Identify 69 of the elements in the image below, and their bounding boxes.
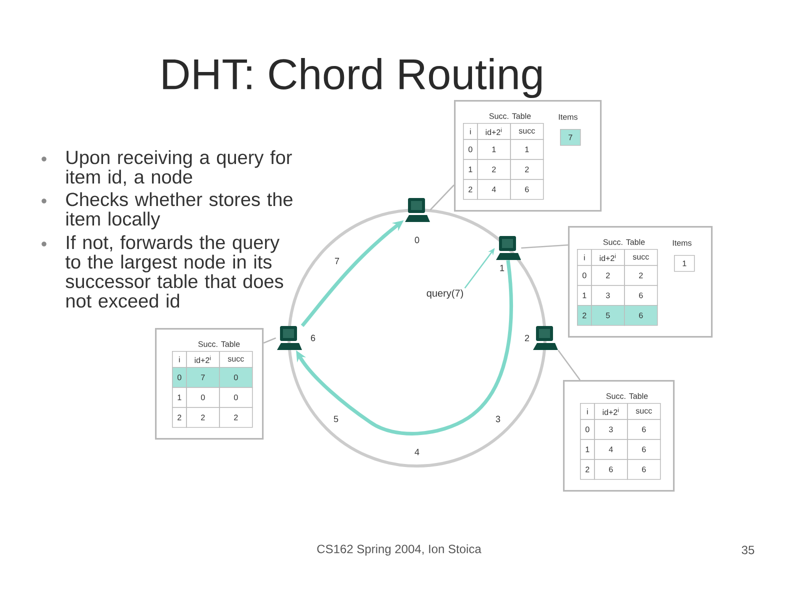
- table-cell: 2: [172, 407, 187, 428]
- table-cell: 1: [463, 159, 478, 180]
- table-cell: 2: [477, 159, 511, 180]
- leader-line: [263, 337, 276, 344]
- node-id-label: 6: [310, 334, 316, 342]
- table-cell: 2: [186, 407, 220, 428]
- bullet-text: If not, forwards the query to the largest node in its successor table that does not exceed id: [65, 235, 284, 308]
- table-cell: 2: [219, 407, 253, 428]
- table-cell: 7: [560, 129, 581, 146]
- table-header-cell: id+2$^{i}$: [594, 403, 628, 420]
- table-title: Succ. Table: [603, 239, 645, 245]
- table-cell: 4: [477, 179, 511, 200]
- table-header-cell: i: [172, 351, 187, 368]
- table-cell: 1: [477, 139, 511, 160]
- table-cell: 1: [580, 439, 595, 460]
- leader-line: [558, 350, 581, 380]
- ring-label: 5: [334, 416, 338, 422]
- table-header-cell: id+2$^{i}$: [591, 249, 625, 266]
- table-header-cell: succ: [627, 403, 661, 420]
- table-cell: 2: [591, 265, 625, 286]
- leader-line: [521, 244, 568, 249]
- table-header-cell: i: [463, 123, 478, 140]
- items-heading: Items: [558, 114, 578, 120]
- table-header-cell: i: [580, 403, 595, 420]
- table-cell: 1: [577, 285, 592, 306]
- slide-title: DHT: Chord Routing: [163, 58, 542, 98]
- page-number: 35: [742, 546, 754, 554]
- table-cell: 2: [510, 159, 544, 180]
- node-id-label: 0: [414, 236, 420, 244]
- table-header-cell: i: [577, 249, 592, 266]
- table-cell: 0: [577, 265, 592, 286]
- ring-label: 4: [414, 448, 420, 456]
- table-title: Succ. Table: [489, 113, 531, 119]
- query-label: query(7): [426, 289, 463, 299]
- table-header-cell: succ: [624, 249, 658, 266]
- table-cell: 6: [624, 305, 658, 326]
- table-cell: 0: [219, 367, 253, 388]
- table-cell: 2: [577, 305, 592, 326]
- table-cell: 2: [624, 265, 658, 286]
- ring-label: 3: [496, 416, 500, 422]
- table-cell: 1: [510, 139, 544, 160]
- table-cell: 4: [594, 439, 628, 460]
- table-cell: 6: [627, 439, 661, 460]
- table-header-cell: id+2$^{i}$: [477, 123, 511, 140]
- footer-text: CS162 Spring 2004, Ion Stoica: [317, 544, 482, 556]
- node-id-label: 1: [500, 264, 504, 272]
- table-cell: 6: [627, 459, 661, 480]
- table-cell: 3: [594, 419, 628, 440]
- arrow: [296, 260, 513, 436]
- bullet-text: Checks whether stores the item locally: [66, 192, 292, 230]
- table-cell: 6: [510, 179, 544, 200]
- table-cell: 0: [219, 387, 253, 408]
- table-title: Succ. Table: [198, 341, 240, 347]
- table-cell: 0: [186, 387, 220, 408]
- table-cell: 2: [580, 459, 595, 480]
- ring-label: 7: [334, 258, 340, 264]
- table-cell: 2: [463, 179, 478, 200]
- table-cell: 0: [172, 367, 187, 388]
- bullet-text: Upon receiving a query for item id, a node: [66, 150, 292, 186]
- table-cell: 6: [627, 419, 661, 440]
- items-heading: Items: [672, 240, 692, 246]
- table-cell: 0: [580, 419, 595, 440]
- table-cell: 6: [594, 459, 628, 480]
- node-id-label: 2: [524, 334, 530, 342]
- table-header-cell: succ: [510, 123, 544, 140]
- table-title: Succ. Table: [606, 393, 648, 399]
- table-cell: 1: [172, 387, 187, 408]
- table-cell: 0: [463, 139, 478, 160]
- table-cell: 1: [674, 255, 695, 272]
